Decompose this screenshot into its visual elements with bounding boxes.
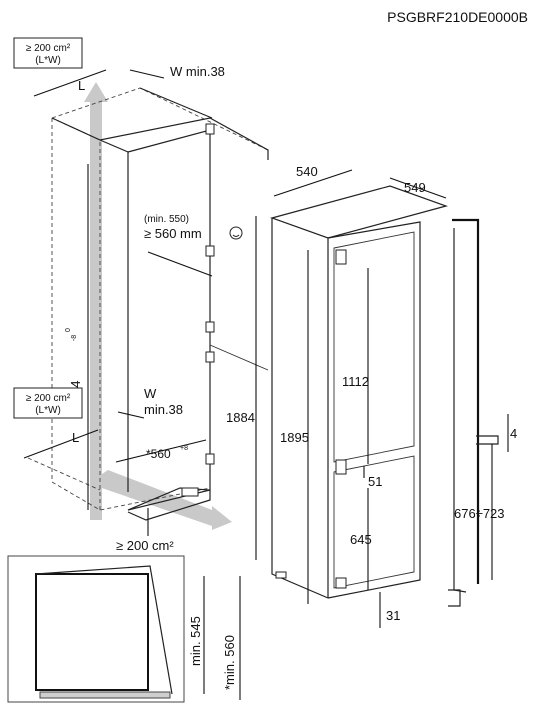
airflow-bottom-head — [212, 506, 232, 530]
fridge-door — [333, 231, 415, 463]
smile-icon — [229, 226, 243, 240]
dim-540-label: 540 — [296, 164, 318, 179]
appliance-front — [327, 221, 421, 599]
bottom-vent-box — [13, 387, 83, 419]
foot-left — [275, 571, 287, 579]
top-rear — [139, 87, 213, 119]
dim-1894-tol-minus: -8 — [71, 335, 78, 341]
dim-4-label: 4 — [510, 426, 517, 441]
door-profile-inner — [453, 228, 467, 593]
niche-bottom-dash — [27, 457, 101, 491]
inset-door-swing — [35, 565, 173, 695]
dim-1894-tol-plus: 0 — [65, 328, 72, 332]
bottom-vent-sub: (L*W) — [35, 405, 61, 416]
smile-mouth — [232, 234, 240, 237]
side-panel-front — [99, 139, 129, 492]
dim-1884-label: 1884 — [226, 410, 255, 425]
appliance-top — [269, 185, 449, 239]
bottom-vent-area: ≥ 200 cm² — [26, 393, 71, 404]
freezer-door — [333, 455, 415, 589]
hinge-middle — [335, 459, 347, 475]
L-top-dim — [33, 69, 107, 97]
niche-top-edge — [51, 87, 269, 151]
hinge-top — [335, 249, 347, 265]
door-opening-min: (min. 550) — [144, 214, 189, 225]
gap-51-label: 51 — [368, 474, 382, 489]
door-profile: 4 676÷723 — [448, 218, 517, 607]
L-bottom-dim — [23, 429, 99, 459]
cabinet-niche: 1894 0 -8 — [27, 82, 269, 530]
L-top-label: L — [78, 78, 85, 93]
dim-549-label: 549 — [404, 180, 426, 195]
cabinet-door-frame — [127, 129, 211, 511]
bottom-vent-callout: ≥ 200 cm² (L*W) W min.38 L *560 +8 — [13, 386, 207, 463]
model-code: PSGBRF210DE0000B — [387, 9, 528, 25]
hinge-bottom — [335, 577, 347, 589]
niche-left-edge — [51, 118, 211, 511]
inset-door-front — [39, 691, 171, 699]
top-vent-callout: ≥ 200 cm² (L*W) L W min.38 — [13, 37, 225, 97]
dim-545-label: min. 545 — [188, 616, 203, 666]
inset-body — [35, 573, 149, 691]
door-bracket — [476, 435, 499, 445]
dim-31-label: 31 — [386, 608, 400, 623]
door-profile-foot — [448, 589, 461, 607]
door-opening-arrow — [147, 251, 213, 277]
inset-plan: min. 545 *min. 560 — [7, 555, 241, 703]
W-bottom-dim — [117, 411, 145, 419]
dim-549 — [389, 177, 447, 199]
W-bottom-min: min.38 — [144, 402, 183, 417]
dim-540 — [273, 169, 353, 197]
niche-width-dim — [115, 439, 207, 463]
appliance: 540 549 1884 1895 1112 51 645 31 — [226, 164, 449, 628]
door-opening: ≥ 560 mm — [144, 226, 202, 241]
door-profile-outline — [452, 218, 480, 584]
plinth-vent — [181, 487, 199, 497]
W-bottom-label: W — [144, 386, 157, 401]
top-vent-sub: (L*W) — [35, 55, 61, 66]
dim-door-range-label: 676÷723 — [454, 506, 505, 521]
airflow-arrow-head — [84, 82, 108, 102]
niche-width-tol: +8 — [180, 445, 188, 452]
top-vent-area: ≥ 200 cm² — [26, 43, 71, 54]
dim-645-label: 645 — [350, 532, 372, 547]
divider-line — [209, 344, 269, 371]
appliance-left — [271, 218, 329, 599]
W-top-label: W min.38 — [170, 64, 225, 79]
plinth — [127, 487, 211, 521]
hinges — [205, 123, 215, 465]
airflow-vertical — [90, 100, 102, 520]
W-top-dim — [129, 69, 165, 79]
dim-560-label: *min. 560 — [222, 635, 237, 690]
top-vent-box — [13, 37, 83, 69]
top-panel — [51, 117, 269, 160]
floor-vent-area: ≥ 200 cm² — [116, 538, 174, 553]
L-bottom-label: L — [72, 430, 79, 445]
dim-1112-label: 1112 — [342, 374, 369, 389]
dim-1895-label: 1895 — [280, 430, 309, 445]
